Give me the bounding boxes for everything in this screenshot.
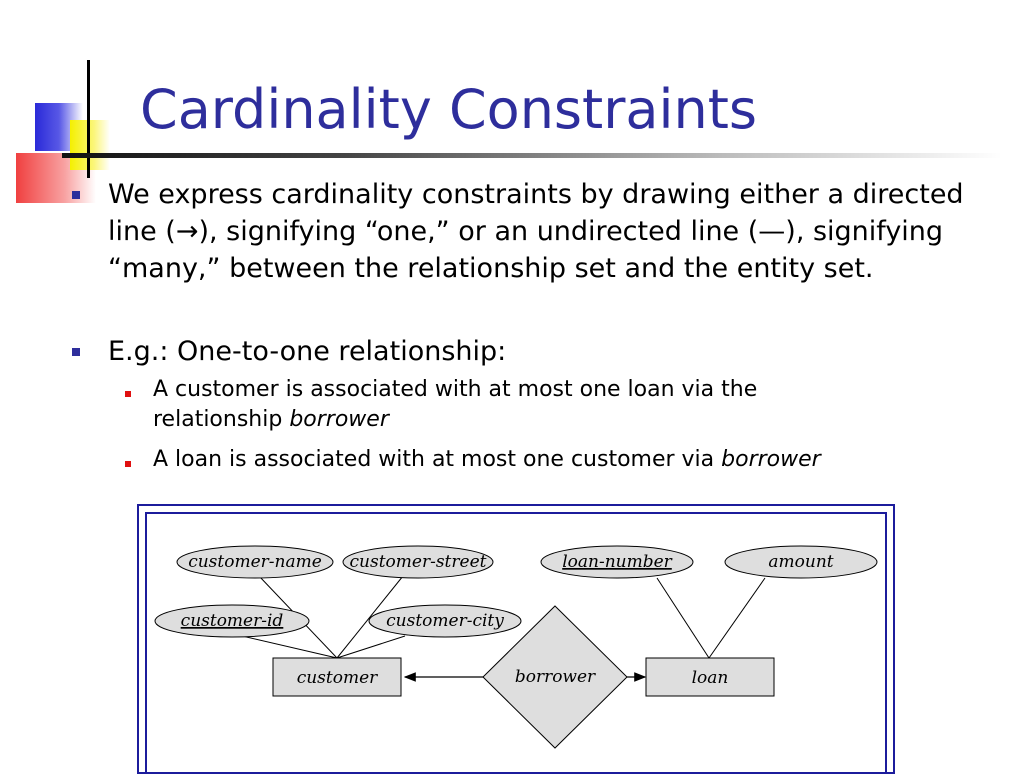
attribute-loan-number: loan-number xyxy=(540,545,694,579)
decorative-yellow-block xyxy=(70,120,110,170)
sub-bullet-emphasis: borrower xyxy=(289,407,389,432)
sub-bullet-text: A loan is associated with at most one cu… xyxy=(153,445,953,475)
connector-line xyxy=(656,577,710,659)
attribute-label: amount xyxy=(768,552,833,572)
slide-title: Cardinality Constraints xyxy=(140,78,758,141)
sub-bullet-text: A customer is associated with at most on… xyxy=(153,375,873,435)
relationship-label: borrower xyxy=(515,667,596,687)
entity-loan: loan xyxy=(645,657,775,697)
attribute-customer-name: customer-name xyxy=(176,545,334,579)
sub-bullet-marker xyxy=(125,391,131,397)
sub-bullet-body: A loan is associated with at most one cu… xyxy=(153,447,715,472)
attribute-label: customer-name xyxy=(188,552,322,572)
entity-label: customer xyxy=(297,668,378,688)
attribute-label: customer-city xyxy=(386,611,504,631)
connector-line xyxy=(336,635,406,659)
attribute-customer-street: customer-street xyxy=(342,545,494,579)
bullet-text: We express cardinality constraints by dr… xyxy=(108,179,964,284)
bullet-marker xyxy=(72,191,80,199)
attribute-customer-id: customer-id xyxy=(154,604,310,638)
entity-label: loan xyxy=(692,668,729,688)
connector-line xyxy=(336,575,404,659)
attribute-customer-city: customer-city xyxy=(368,604,522,638)
sub-bullet-marker xyxy=(125,461,131,467)
entity-customer: customer xyxy=(272,657,402,697)
er-diagram-inner-border xyxy=(145,512,887,772)
relationship-borrower: borrower xyxy=(482,605,628,749)
bullet-marker xyxy=(72,348,80,356)
sub-bullet-body: A customer is associated with at most on… xyxy=(153,377,758,432)
attribute-label-key: loan-number xyxy=(562,552,672,572)
bullet-text: E.g.: One-to-one relationship: xyxy=(108,336,507,367)
title-underline-rule xyxy=(62,153,1002,158)
sub-bullet-emphasis: borrower xyxy=(721,447,821,472)
er-diagram-frame: customer-name customer-street customer-i… xyxy=(137,504,895,774)
attribute-label-key: customer-id xyxy=(181,611,284,631)
attribute-label: customer-street xyxy=(350,552,487,572)
er-diagram: customer-name customer-street customer-i… xyxy=(154,545,878,749)
attribute-amount: amount xyxy=(724,545,878,579)
decorative-vertical-rule xyxy=(87,60,90,178)
connector-line xyxy=(708,577,766,659)
